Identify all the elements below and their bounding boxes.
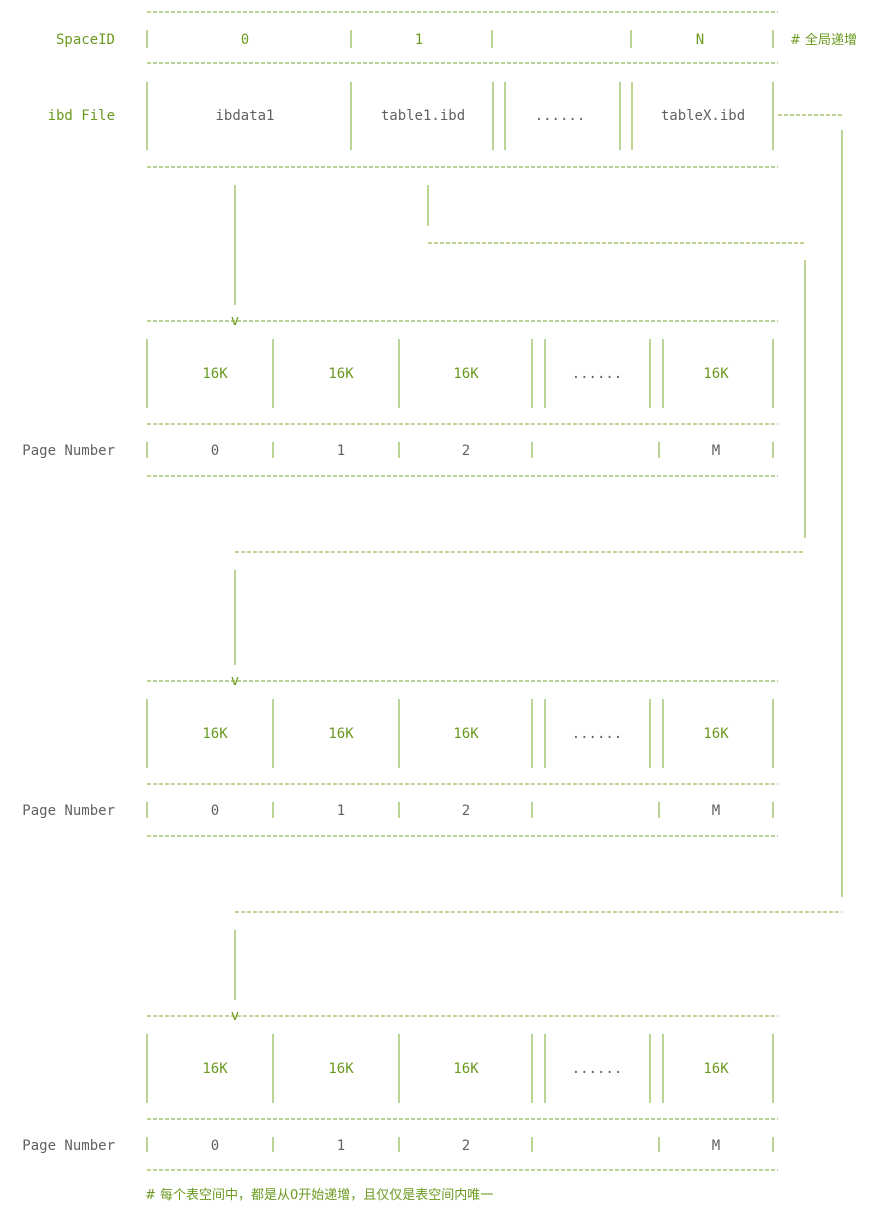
page-table: 16K 16K 16K 16K...... Page Number 0 1 2 M <box>22 320 778 477</box>
space-id-cell: N <box>696 32 704 48</box>
page-table: 16K 16K 16K 16K...... Page Number 0 1 2 M <box>22 1015 778 1171</box>
page-number-label: Page Number <box>22 803 115 819</box>
page-table: 16K 16K 16K 16K...... Page Number 0 1 2 M <box>22 680 778 837</box>
page-size-cell: 16K <box>703 726 729 742</box>
ibd-file-cell: table1.ibd <box>381 108 465 124</box>
page-number-cell: 2 <box>462 1138 470 1154</box>
ibd-file-label: ibd File <box>48 108 115 124</box>
ibd-file-cell: tableX.ibd <box>661 108 745 124</box>
space-id-comment: # 全局递增 <box>790 32 857 48</box>
page-ellipsis: ...... <box>572 726 623 742</box>
page-number-cell: M <box>712 1138 720 1154</box>
page-number-cell: 0 <box>211 803 219 819</box>
page-number-cell: M <box>712 443 720 459</box>
page-number-cell: M <box>712 803 720 819</box>
page-number-label: Page Number <box>22 443 115 459</box>
footer-comment: # 每个表空间中，都是从0开始递增，且仅仅是表空间内唯一 <box>145 1187 493 1203</box>
tablespace-table: SpaceID ibd File 0 1 N # 全局递增 ibdata1 ta… <box>48 11 857 168</box>
page-number-cell: 1 <box>337 1138 345 1154</box>
page-number-cell: 0 <box>211 443 219 459</box>
page-size-cell: 16K <box>453 366 479 382</box>
page-number-cell: 1 <box>337 803 345 819</box>
connector-lines: v v v <box>231 114 843 1024</box>
page-ellipsis: ...... <box>572 366 623 382</box>
page-ellipsis: ...... <box>572 1061 623 1077</box>
page-size-cell: 16K <box>328 1061 354 1077</box>
page-number-cell: 2 <box>462 443 470 459</box>
page-size-cell: 16K <box>328 366 354 382</box>
page-size-cell: 16K <box>703 366 729 382</box>
page-number-cell: 0 <box>211 1138 219 1154</box>
page-number-label: Page Number <box>22 1138 115 1154</box>
page-size-cell: 16K <box>202 366 228 382</box>
page-size-cell: 16K <box>453 1061 479 1077</box>
page-size-cell: 16K <box>202 726 228 742</box>
page-size-cell: 16K <box>202 1061 228 1077</box>
page-size-cell: 16K <box>703 1061 729 1077</box>
space-id-cell: 1 <box>415 32 423 48</box>
ibd-file-cell: ibdata1 <box>215 108 274 124</box>
page-size-cell: 16K <box>453 726 479 742</box>
page-number-cell: 2 <box>462 803 470 819</box>
space-id-label: SpaceID <box>56 32 115 48</box>
ibd-file-cell: ...... <box>535 108 586 124</box>
page-number-cell: 1 <box>337 443 345 459</box>
page-size-cell: 16K <box>328 726 354 742</box>
space-id-cell: 0 <box>241 32 249 48</box>
